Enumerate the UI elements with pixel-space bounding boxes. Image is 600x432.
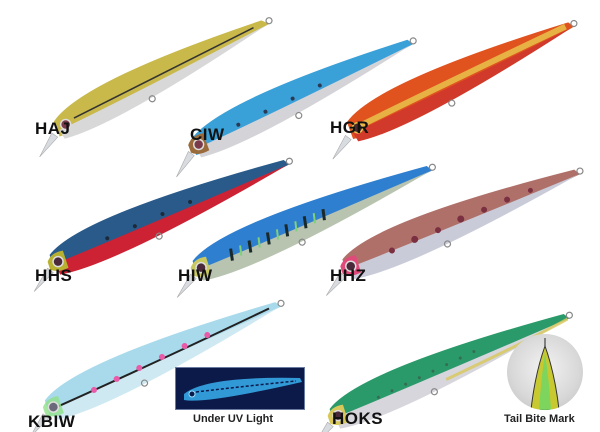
tail-bite-mark-caption: Tail Bite Mark [504, 413, 575, 425]
lure-label-hoks: HOKS [332, 409, 384, 428]
lure-hhs-graphic [33, 157, 293, 292]
lure-hgr [322, 0, 600, 160]
lure-label-hiw: HIW [178, 266, 213, 285]
lure-haj-graphic [39, 17, 273, 158]
lure-hhz [318, 148, 598, 296]
lure-label-kbiw: KBIW [28, 412, 76, 431]
lure-ciw-graphic [176, 37, 417, 178]
lure-hiw [168, 148, 448, 298]
lure-label-haj: HAJ [35, 119, 71, 138]
tail-detail-graphic [530, 338, 560, 410]
lure-label-hhz: HHZ [330, 266, 367, 285]
lure-label-hhs: HHS [35, 266, 73, 285]
lure-hoks-graphic [313, 311, 573, 432]
lure-hhs [25, 140, 305, 292]
tail-bite-mark-inset [507, 334, 583, 410]
lure-hgr-graphic [332, 19, 578, 160]
uv-light-caption: Under UV Light [193, 413, 274, 425]
lure-kbiw [20, 290, 300, 432]
lure-label-hgr: HGR [330, 118, 370, 137]
lure-haj [28, 0, 288, 158]
uv-lure-graphic [184, 377, 302, 401]
uv-light-inset [175, 367, 305, 410]
lure-hoks [305, 290, 595, 432]
lure-label-ciw: CIW [190, 125, 225, 144]
lure-ciw [165, 0, 425, 178]
lure-hiw-graphic [176, 163, 436, 298]
lure-kbiw-graphic [29, 299, 285, 432]
lure-hhz-graphic [326, 167, 584, 296]
